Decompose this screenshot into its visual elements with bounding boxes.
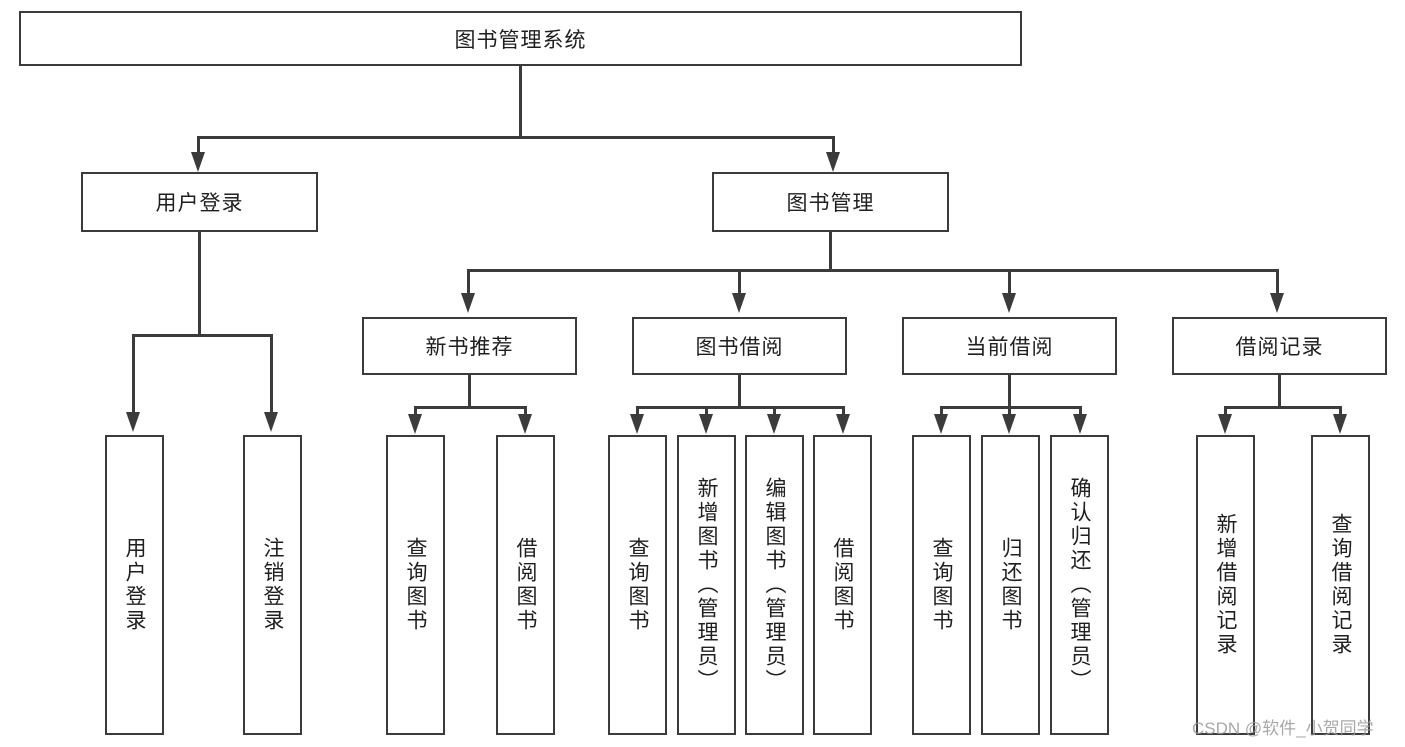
leaf-label: 确认归还（管理员） [1068,477,1091,693]
arrowhead-book-mgmt-to-book-borrow [732,293,746,313]
node-book-management-label: 图书管理 [786,192,875,215]
arrowhead-borrow-record-to-leaf-1 [1218,414,1232,434]
connector-new-book-bar [414,406,527,409]
leaf-label: 查询借阅记录 [1329,513,1352,657]
arrowhead-current-borrow-to-leaf-1 [934,414,948,434]
leaf-label: 查询图书 [626,537,649,633]
node-book-management[interactable]: 图书管理 [712,172,949,232]
leaf-label: 借阅图书 [514,537,537,633]
leaf-book-borrow-edit[interactable]: 编辑图书（管理员） [745,435,804,735]
node-book-borrow-label: 图书借阅 [695,336,784,359]
node-root-label: 图书管理系统 [454,28,587,52]
connector-borrow-record-bar [1224,406,1342,409]
leaf-user-login-login[interactable]: 用户登录 [105,435,164,735]
connector-root-stem [519,66,522,138]
connector-user-login-to-leaf-2 [270,334,273,416]
leaf-label: 归还图书 [999,537,1022,633]
node-user-login[interactable]: 用户登录 [81,172,318,232]
node-current-borrow[interactable]: 当前借阅 [902,317,1117,375]
leaf-user-login-logout[interactable]: 注销登录 [243,435,302,735]
node-current-borrow-label: 当前借阅 [965,336,1054,359]
arrowhead-user-login-to-leaf-2 [264,412,278,432]
arrowhead-book-borrow-to-leaf-1 [630,414,644,434]
connector-user-login-stem [198,232,201,336]
arrowhead-book-borrow-to-leaf-4 [836,414,850,434]
leaf-label: 查询图书 [404,537,427,633]
node-borrow-record[interactable]: 借阅记录 [1172,317,1387,375]
connector-user-login-bar [132,334,273,337]
connector-current-borrow-bar [940,406,1082,409]
leaf-borrow-record-query[interactable]: 查询借阅记录 [1311,435,1370,735]
leaf-new-book-query[interactable]: 查询图书 [386,435,445,735]
arrowhead-new-book-to-leaf-2 [518,414,532,434]
node-borrow-record-label: 借阅记录 [1235,336,1324,359]
leaf-current-borrow-confirm-return[interactable]: 确认归还（管理员） [1050,435,1109,735]
arrowhead-current-borrow-to-leaf-3 [1073,414,1087,434]
connector-root-to-book-mgmt [832,136,835,158]
arrowhead-book-mgmt-to-current-borrow [1002,293,1016,313]
leaf-new-book-borrow[interactable]: 借阅图书 [496,435,555,735]
node-new-book-recommend[interactable]: 新书推荐 [362,317,577,375]
node-user-login-label: 用户登录 [155,192,244,215]
arrowhead-root-to-user-login [191,152,205,172]
leaf-current-borrow-return[interactable]: 归还图书 [981,435,1040,735]
connector-book-borrow-stem [738,375,741,408]
connector-borrow-record-stem [1278,375,1281,408]
connector-root-bar [197,136,835,139]
connector-book-mgmt-to-book-borrow [738,269,741,297]
arrowhead-user-login-to-leaf-1 [126,412,140,432]
arrowhead-new-book-to-leaf-1 [408,414,422,434]
leaf-label: 新增图书（管理员） [695,477,718,693]
csdn-watermark: CSDN @软件_小贺同学 [1192,719,1374,738]
arrowhead-book-borrow-to-leaf-2 [699,414,713,434]
leaf-label: 借阅图书 [831,537,854,633]
connector-new-book-stem [468,375,471,408]
leaf-book-borrow-borrow[interactable]: 借阅图书 [813,435,872,735]
connector-book-mgmt-bar [467,269,1279,272]
arrowhead-book-mgmt-to-new-book [461,293,475,313]
leaf-label: 编辑图书（管理员） [763,477,786,693]
node-new-book-recommend-label: 新书推荐 [425,336,514,359]
leaf-label: 用户登录 [123,537,146,633]
arrowhead-root-to-book-mgmt [826,152,840,172]
leaf-label: 新增借阅记录 [1214,513,1237,657]
leaf-current-borrow-query[interactable]: 查询图书 [912,435,971,735]
connector-current-borrow-stem [1008,375,1011,408]
node-book-borrow[interactable]: 图书借阅 [632,317,847,375]
connector-book-mgmt-to-borrow-record [1276,269,1279,297]
arrowhead-current-borrow-to-leaf-2 [1002,414,1016,434]
arrowhead-book-mgmt-to-borrow-record [1270,293,1284,313]
node-root[interactable]: 图书管理系统 [19,11,1022,66]
leaf-label: 查询图书 [930,537,953,633]
connector-book-mgmt-stem [829,232,832,272]
arrowhead-book-borrow-to-leaf-3 [767,414,781,434]
leaf-borrow-record-add[interactable]: 新增借阅记录 [1196,435,1255,735]
connector-root-to-user-login [197,136,200,158]
leaf-label: 注销登录 [261,537,284,633]
connector-book-mgmt-to-current-borrow [1008,269,1011,297]
arrowhead-borrow-record-to-leaf-2 [1333,414,1347,434]
connector-user-login-to-leaf-1 [132,334,135,416]
connector-book-mgmt-to-new-book [467,269,470,297]
leaf-book-borrow-add[interactable]: 新增图书（管理员） [677,435,736,735]
connector-book-borrow-bar [636,406,845,409]
leaf-book-borrow-query[interactable]: 查询图书 [608,435,667,735]
